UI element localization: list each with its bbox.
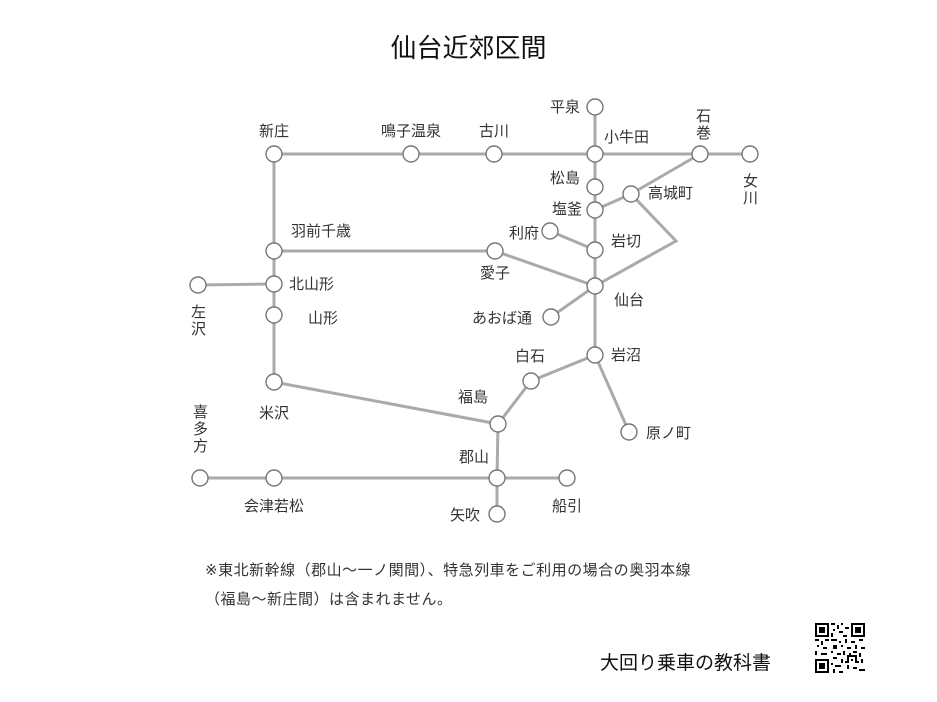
label-funehiki: 船引 [552, 497, 582, 515]
station-ishinomaki [691, 145, 709, 163]
label-iwanuma: 岩沼 [611, 346, 641, 364]
station-aizu-wakamatsu [265, 469, 283, 487]
label-kitakata: 喜多方 [193, 403, 208, 455]
label-aoba-dori: あおば通 [472, 309, 532, 327]
footnote-line-2: （福島〜新庄間）は含まれません。 [205, 590, 453, 608]
label-sazawa: 左沢 [191, 303, 206, 338]
station-sendai [586, 277, 604, 295]
label-haranomachi: 原ノ町 [646, 424, 691, 442]
line-sazawa-kitayamagata [197, 282, 275, 287]
station-funehiki [558, 469, 576, 487]
label-narugo-onsen: 鳴子温泉 [381, 122, 441, 140]
station-koriyama [488, 469, 506, 487]
station-labels: 平泉 小牛田 石巻 女川 新庄 鳴子温泉 古川 松島 塩釜 高城町 利府 岩切 … [191, 98, 758, 524]
line-ayashi-sendai [494, 249, 596, 288]
station-ayashi [486, 242, 504, 260]
label-takagi-machi: 高城町 [648, 184, 693, 202]
station-matsushima [586, 178, 604, 196]
label-aizu-wakamatsu: 会津若松 [244, 497, 304, 515]
station-haranomachi [620, 423, 638, 441]
label-yamagata: 山形 [308, 309, 338, 327]
label-onagawa: 女川 [743, 172, 758, 207]
label-kita-yamagata: 北山形 [289, 275, 334, 293]
station-kogota [586, 145, 604, 163]
label-koriyama: 郡山 [459, 448, 489, 466]
line-sendai-aobadori [550, 284, 596, 319]
footnote-line-1: ※東北新幹線（郡山〜一ノ関間）、特急列車をご利用の場合の奥羽本線 [205, 561, 692, 579]
station-rifu [541, 222, 559, 240]
label-shiogama: 塩釜 [552, 200, 582, 218]
station-shiogama [586, 201, 604, 219]
station-fukushima [489, 415, 507, 433]
qr-code-icon [815, 623, 865, 673]
label-shiroishi: 白石 [515, 347, 545, 365]
station-iwakiri [586, 241, 604, 259]
line-takagi-ishinomaki [630, 152, 701, 196]
station-yamagata [265, 306, 283, 324]
stations [189, 98, 759, 523]
line-iwanuma-koriyama [495, 353, 596, 479]
route-lines [197, 107, 750, 514]
station-yonezawa [265, 373, 283, 391]
station-shinjo [265, 145, 283, 163]
label-kogota: 小牛田 [604, 128, 649, 146]
line-iwanuma-haranomachi [593, 354, 631, 433]
label-rifu: 利府 [509, 224, 539, 242]
station-hiraizumi [586, 98, 604, 116]
label-ishinomaki: 石巻 [696, 107, 711, 142]
station-ushu-chitose [265, 242, 283, 260]
station-onagawa [741, 145, 759, 163]
line-senseki [594, 192, 679, 288]
station-iwanuma [586, 346, 604, 364]
label-hiraizumi: 平泉 [550, 98, 580, 116]
label-ushu-chitose: 羽前千歳 [291, 222, 351, 240]
label-shinjo: 新庄 [259, 122, 289, 140]
label-matsushima: 松島 [550, 169, 580, 187]
station-sazawa [189, 276, 207, 294]
page-title: 仙台近郊区間 [390, 34, 547, 64]
station-takagi-machi [622, 185, 640, 203]
station-kitakata [191, 469, 209, 487]
label-ayashi: 愛子 [480, 264, 510, 282]
station-kita-yamagata [265, 275, 283, 293]
label-furukawa: 古川 [479, 122, 509, 140]
line-yonezawa-fukushima [273, 380, 499, 426]
station-shiroishi [522, 372, 540, 390]
label-sendai: 仙台 [614, 291, 644, 309]
label-iwakiri: 岩切 [611, 232, 641, 250]
station-narugo-onsen [402, 145, 420, 163]
label-fukushima: 福島 [458, 388, 488, 406]
station-yabuki [488, 505, 506, 523]
label-yabuki: 矢吹 [450, 506, 480, 524]
brand-name: 大回り乗車の教科書 [600, 652, 772, 674]
station-aoba-dori [542, 308, 560, 326]
label-yonezawa: 米沢 [259, 404, 289, 422]
station-furukawa [485, 145, 503, 163]
